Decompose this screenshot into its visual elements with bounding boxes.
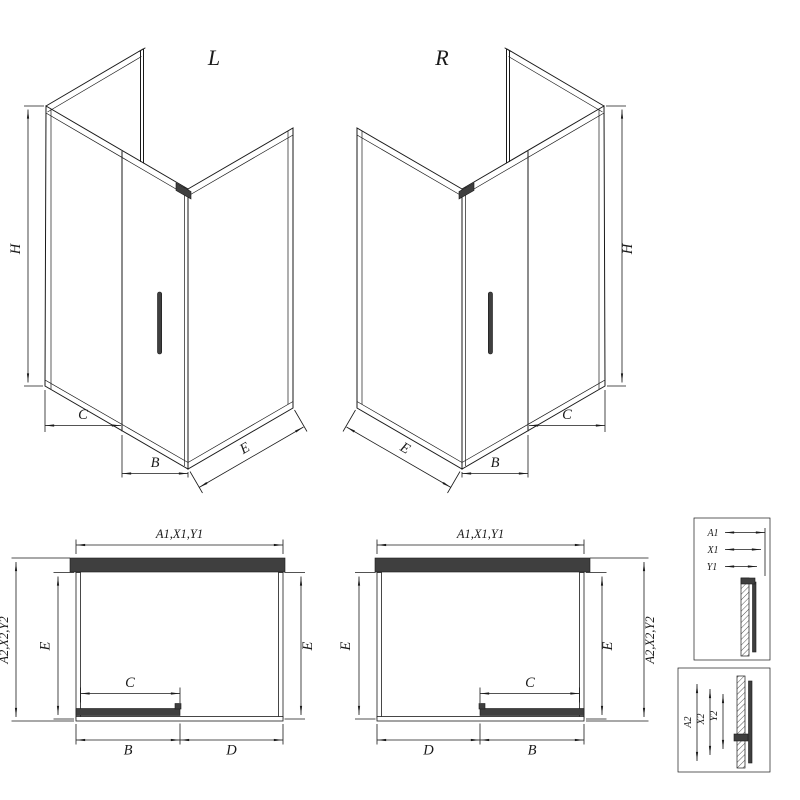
detail-profile-bottom: A2 X2 Y2 <box>677 667 771 773</box>
dim-label-c-left: C <box>78 407 88 423</box>
side-bottom-rail <box>187 401 294 463</box>
plan-view-left: A1,X1,Y1 E E A2,X2,Y2 C B D <box>0 527 316 759</box>
rear-side-panel-top-edge <box>506 48 605 107</box>
rear-side-panel-track <box>47 56 142 113</box>
sliding-door <box>479 708 585 716</box>
plan-left-dimensions: A1,X1,Y1 E E A2,X2,Y2 C B D <box>0 527 316 759</box>
detail-frame <box>693 517 771 661</box>
profile-bracket <box>740 577 756 585</box>
dim-label-x1: X1 <box>706 545 718 556</box>
side-panel-outline <box>187 127 294 470</box>
corner-bracket <box>175 182 192 200</box>
door-handle <box>487 291 493 355</box>
back-wall <box>374 557 591 573</box>
front-panel-outline <box>44 105 189 470</box>
iso-right-structure <box>356 47 606 470</box>
front-track <box>75 716 284 722</box>
iso-left-structure <box>44 47 294 470</box>
dim-label-a2: A2 <box>683 716 694 728</box>
dim-label-h-left: H <box>8 242 24 255</box>
glass-section <box>748 680 753 764</box>
dim-label-e-left: E <box>338 641 354 651</box>
rear-wall-profile <box>138 47 146 164</box>
dim-label-c: C <box>525 675 535 691</box>
front-bottom-rail <box>461 379 606 463</box>
side-glass-right <box>579 572 585 720</box>
side-glass-left <box>75 572 81 720</box>
dim-label-e-right: E <box>396 439 413 458</box>
dim-label-depth: A2,X2,Y2 <box>643 616 657 664</box>
dim-label-depth: A2,X2,Y2 <box>0 616 11 664</box>
side-glass-right <box>278 572 284 720</box>
side-top-track <box>356 134 463 197</box>
dim-label-y2: Y2 <box>709 711 720 722</box>
dim-label-b: B <box>528 743 537 759</box>
glass-section <box>752 581 757 653</box>
profile-bracket <box>733 733 749 742</box>
sliding-door <box>75 708 181 716</box>
iso-view-right: R H B C <box>342 45 636 494</box>
dim-label-e-left: E <box>38 641 54 651</box>
dim-label-c-right: C <box>562 407 572 423</box>
side-glass-left <box>376 572 382 720</box>
dim-label-d: D <box>225 743 237 759</box>
dim-label-h-right: H <box>620 242 636 255</box>
side-top-track <box>187 134 294 197</box>
detail-frame <box>677 667 771 773</box>
dim-label-width: A1,X1,Y1 <box>456 527 504 541</box>
dim-label-b-right: B <box>491 455 500 471</box>
front-top-track <box>45 112 189 197</box>
front-panel-outline <box>461 105 606 470</box>
dim-label-x2: X2 <box>696 713 707 725</box>
plan-right-dimensions: A1,X1,Y1 E E A2,X2,Y2 C D B <box>338 527 657 759</box>
rear-side-panel-top-edge <box>45 48 144 107</box>
front-bottom-rail <box>44 379 189 463</box>
dim-label-a1: A1 <box>706 528 718 539</box>
detail-profile-top: A1 X1 Y1 <box>693 517 771 661</box>
rear-side-panel-track <box>508 56 603 113</box>
iso-view-left: L H C <box>8 45 308 494</box>
front-top-track <box>461 112 605 197</box>
dim-label-b-left: B <box>151 455 160 471</box>
front-track <box>376 716 585 722</box>
dim-label-width: A1,X1,Y1 <box>155 527 203 541</box>
rear-wall-profile <box>504 47 512 164</box>
side-bottom-rail <box>356 401 463 463</box>
dim-label-e-right: E <box>300 641 316 651</box>
back-wall <box>69 557 286 573</box>
wall-profile-section <box>740 577 750 657</box>
dim-label-b: B <box>124 743 133 759</box>
wall-profile-section <box>736 675 746 769</box>
dim-label-d: D <box>422 743 434 759</box>
view-title-right: R <box>434 45 449 70</box>
door-handle-plan <box>174 703 182 710</box>
corner-bracket <box>458 182 475 200</box>
side-panel-outline <box>356 127 463 470</box>
plan-view-right: A1,X1,Y1 E E A2,X2,Y2 C D B <box>338 527 657 759</box>
door-handle-plan <box>478 703 486 710</box>
view-title-left: L <box>207 45 220 70</box>
dim-label-c: C <box>125 675 135 691</box>
door-handle <box>157 291 162 355</box>
dim-label-e-left: E <box>236 439 253 458</box>
dim-label-e-right: E <box>600 641 616 651</box>
dim-label-y1: Y1 <box>707 562 718 573</box>
